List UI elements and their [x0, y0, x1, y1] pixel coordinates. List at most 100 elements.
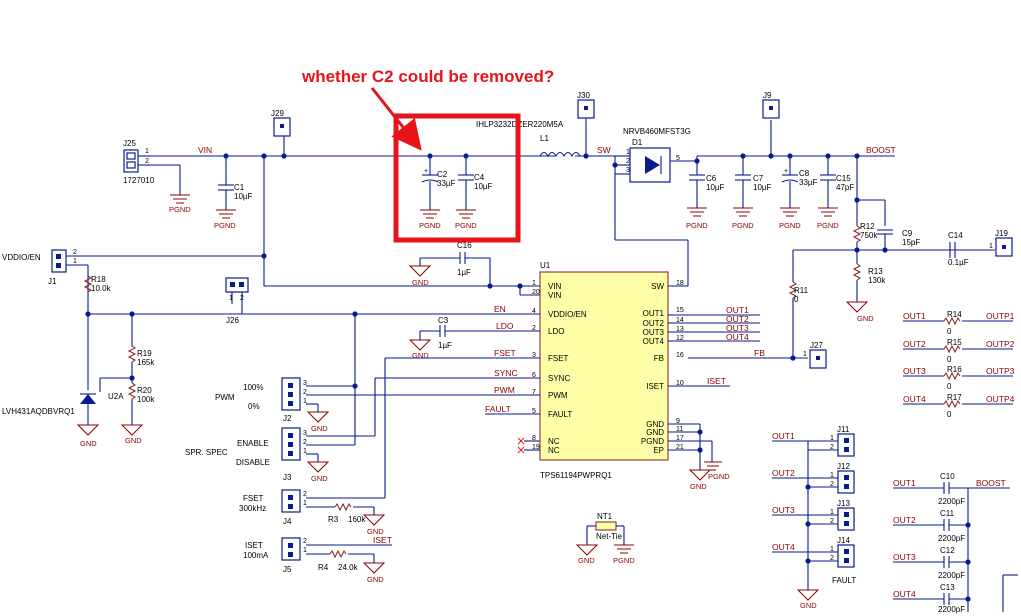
enable-label: ENABLE [237, 439, 269, 448]
ic-pin-name: PGND [641, 437, 664, 446]
capacitor-c16 [408, 252, 493, 289]
c16-gnd: GND [412, 278, 429, 287]
c16-value: 1µF [457, 268, 471, 277]
u2-gnd: GND [80, 439, 97, 448]
resistor-r11 [688, 250, 808, 361]
c9-ref: C9 [902, 229, 913, 238]
c8-pgnd: PGND [779, 221, 801, 230]
pgnd-symbol [170, 194, 190, 204]
svg-text:1: 1 [830, 472, 834, 479]
ic-pin-number: 5 [532, 408, 536, 415]
ic-pin-number: 4 [532, 308, 536, 315]
ic-pin-name: VIN [548, 282, 562, 291]
fset-title: FSET [243, 494, 264, 503]
j3-header: 321 [281, 427, 307, 461]
ic-pin-number: 1 [532, 280, 536, 287]
ic-pin-name: LDO [548, 327, 564, 336]
ic-pin-number: 6 [532, 372, 536, 379]
ic-pin-number: 2 [532, 325, 536, 332]
c13-left-net: OUT4 [893, 589, 916, 599]
svg-text:1: 1 [830, 509, 834, 516]
j4-ref: J4 [283, 517, 292, 526]
svg-text:2: 2 [830, 481, 834, 488]
pwm-0: 0% [248, 402, 260, 411]
svg-text:1: 1 [803, 351, 807, 358]
svg-text:2: 2 [830, 555, 834, 562]
r3-value: 160k [348, 515, 366, 524]
r18-value: 10.0k [91, 284, 112, 293]
svg-text:2: 2 [73, 249, 77, 256]
c1-pgnd: PGND [214, 221, 236, 230]
c4-ref: C4 [474, 173, 485, 182]
ic-pin-name: VDDIO/EN [548, 310, 587, 319]
r11-value: 0 [794, 295, 799, 304]
net-iset: ISET [707, 376, 726, 386]
ic-pin-name: OUT2 [643, 319, 665, 328]
r13-value: 130k [868, 276, 886, 285]
svg-text:1: 1 [73, 258, 77, 265]
inductor-l1 [539, 151, 581, 158]
jumper-out4: OUT4 [772, 542, 795, 552]
capacitor-c1 [216, 184, 236, 219]
ic-pin-name: NC [548, 446, 560, 455]
svg-text:1: 1 [303, 547, 307, 554]
ic-pin-number: 8 [532, 435, 536, 442]
capacitor-c8: + [780, 168, 800, 217]
net-sw: SW [597, 145, 611, 155]
nt1-pgnd: PGND [613, 556, 635, 565]
resistor-r18 [83, 275, 93, 293]
ic-pin-number: 18 [676, 280, 684, 287]
ic-pin-name: NC [548, 437, 560, 446]
j26-ref: J26 [226, 316, 239, 325]
r13-gnd: GND [857, 314, 874, 323]
boost-rail [694, 120, 895, 226]
c3-gnd: GND [412, 351, 429, 360]
c13-ref: C13 [940, 583, 955, 592]
j2-gnd: GND [311, 424, 328, 433]
c6-pgnd: PGND [686, 221, 708, 230]
j25-connector: 1 2 [123, 148, 150, 173]
ic-ref: U1 [540, 261, 551, 270]
j1-connector: 2 1 [51, 249, 267, 314]
capacitor-c6 [687, 174, 707, 217]
ic-left-pins: VIN1VIN20VDDIO/EN4LDO2FSET3SYNC6PWM7FAUL… [532, 280, 587, 455]
svg-text:1: 1 [229, 295, 233, 302]
r17-right-net: OUTP4 [986, 394, 1015, 404]
ic-pin-name: GND [646, 428, 664, 437]
c1-value: 10µF [234, 192, 253, 201]
c11-value: 2200pF [938, 534, 965, 543]
nt1-gnd: GND [578, 556, 595, 565]
r15-left-net: OUT2 [903, 339, 926, 349]
r3-ref: R3 [328, 515, 339, 524]
r13-ref: R13 [868, 267, 883, 276]
c8-value: 33µF [799, 178, 818, 187]
svg-text:1: 1 [303, 448, 307, 455]
svg-text:2: 2 [145, 158, 149, 165]
c14-ref: C14 [948, 231, 963, 240]
c4-pgnd: PGND [455, 221, 477, 230]
j14-ref: J14 [837, 536, 850, 545]
iset-net-left: ISET [373, 535, 392, 545]
r14-left-net: OUT1 [903, 311, 926, 321]
svg-text:1: 1 [145, 148, 149, 155]
ic-u1 [264, 239, 760, 481]
ic-pgnd: PGND [708, 472, 730, 481]
net-out2: OUT2 [726, 314, 749, 324]
c2-pgnd: PGND [419, 221, 441, 230]
net-pwm: PWM [494, 385, 515, 395]
c1-ref: C1 [234, 183, 245, 192]
net-fault: FAULT [485, 404, 511, 414]
capacitor-c2: + [420, 168, 440, 219]
r15-right-net: OUTP2 [986, 339, 1015, 349]
net-fb: FB [754, 348, 765, 358]
j25-ref: J25 [123, 139, 136, 148]
pwm-100: 100% [243, 383, 263, 392]
fset-freq: 300kHz [239, 504, 266, 513]
net-en: EN [494, 304, 506, 314]
c6-ref: C6 [706, 174, 717, 183]
j2-header: 321 [281, 377, 307, 411]
ic-part: TPS61194PWPRQ1 [540, 471, 612, 480]
j12-ref: J12 [837, 462, 850, 471]
